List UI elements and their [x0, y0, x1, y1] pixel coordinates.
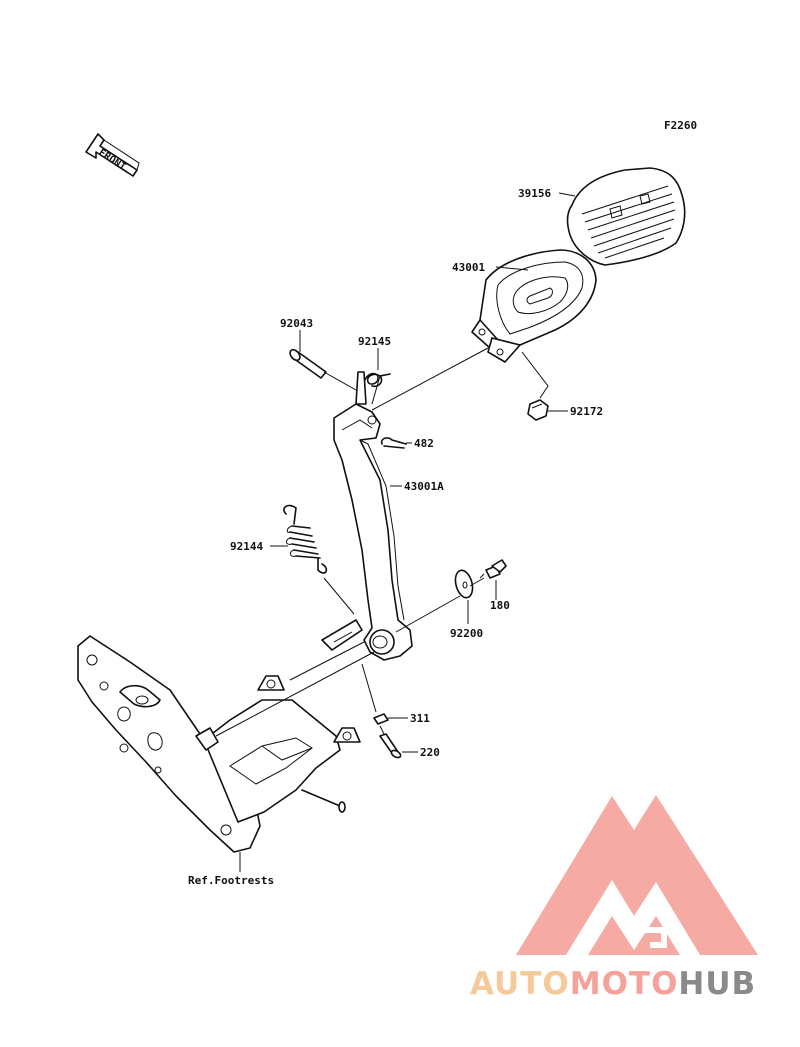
front-label: FRONT	[96, 147, 127, 173]
pedal-base	[471, 249, 597, 363]
label-180: 180	[490, 599, 510, 612]
watermark-hub: HUB	[678, 966, 756, 1002]
label-92200: 92200	[450, 627, 483, 640]
return-spring	[283, 504, 328, 574]
watermark-auto: AUTO	[470, 966, 570, 1002]
label-220: 220	[420, 746, 440, 759]
nut	[527, 399, 549, 421]
stopper	[373, 713, 389, 725]
label-92172: 92172	[570, 405, 603, 418]
watermark-moto: MOTO	[570, 966, 679, 1002]
label-311: 311	[410, 712, 430, 725]
watermark-logo-icon	[516, 795, 758, 955]
figure-code: F2260	[664, 119, 697, 132]
footrest-bracket	[77, 635, 361, 853]
label-43001A: 43001A	[404, 480, 444, 493]
label-92145: 92145	[358, 335, 391, 348]
front-arrow-icon: FRONT	[85, 133, 140, 177]
watermark-text: AUTOMOTOHUB	[470, 966, 756, 1002]
label-39156: 39156	[518, 187, 551, 200]
pedal-arm	[321, 371, 413, 661]
screw	[379, 733, 402, 759]
label-92144: 92144	[230, 540, 263, 553]
label-482: 482	[414, 437, 434, 450]
label-92043: 92043	[280, 317, 313, 330]
assembly-lines	[215, 347, 489, 737]
bolt	[479, 559, 507, 579]
label-43001: 43001	[452, 261, 485, 274]
reference-label: Ref.Footrests	[188, 874, 274, 887]
pin	[289, 348, 327, 379]
cotter-pin	[380, 437, 407, 449]
footpad-rubber	[566, 167, 686, 266]
washer	[454, 569, 474, 599]
